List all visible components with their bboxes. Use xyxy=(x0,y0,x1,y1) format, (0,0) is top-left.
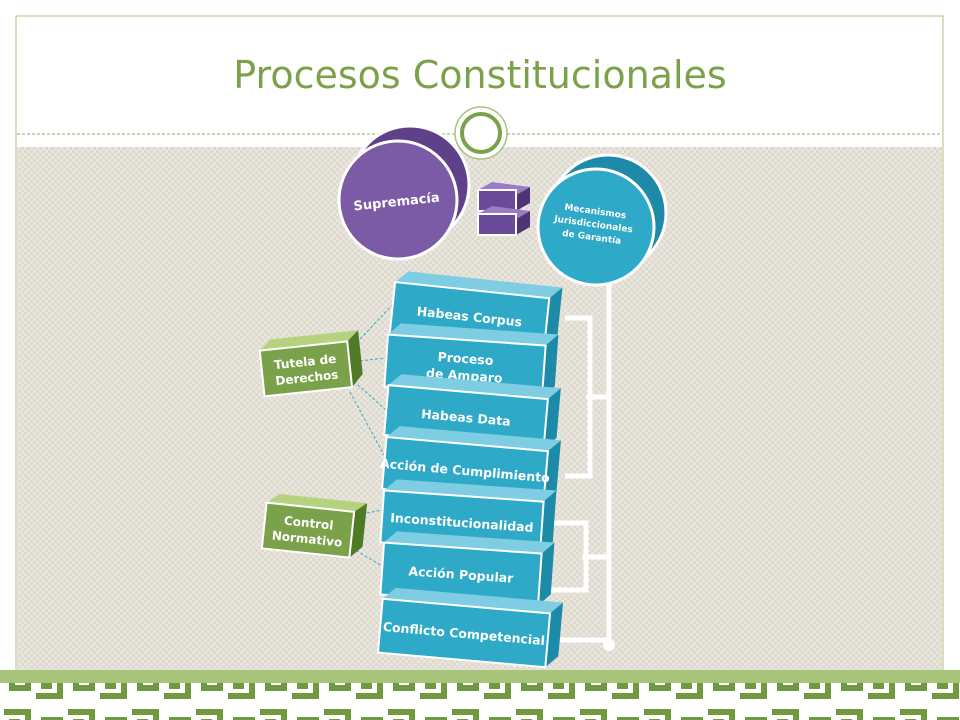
process-box-top xyxy=(382,587,564,614)
tutela-label-2: Derechos xyxy=(275,368,339,389)
tutela-label-1: Tutela de xyxy=(273,352,337,372)
slide-title: Procesos Constitucionales xyxy=(233,53,726,97)
process-box: Conflicto Competencial xyxy=(376,587,564,669)
mecanismos-disc: Mecanismos Jurisdiccionales de Garantía xyxy=(536,153,668,287)
process-box-top xyxy=(388,374,561,400)
connector-end-dot xyxy=(603,639,615,651)
supremacia-disc: Supremacía xyxy=(337,124,471,261)
connector-junction-1 xyxy=(586,393,594,401)
process-box: Acción Popular xyxy=(379,531,555,607)
process-box-top xyxy=(388,323,559,346)
divider-ornament-inner xyxy=(460,112,502,154)
process-box-top xyxy=(395,271,563,299)
process-box-top xyxy=(386,426,561,452)
process-label: Acción Popular xyxy=(408,563,515,585)
process-box-face xyxy=(376,597,552,669)
control-box: Control Normativo xyxy=(260,493,368,559)
bottom-band xyxy=(0,670,960,683)
control-label-1: Control xyxy=(283,514,334,533)
process-box-top xyxy=(384,479,557,502)
equals-sign xyxy=(477,182,530,236)
connector-junction-2 xyxy=(582,553,590,561)
greek-key-border xyxy=(0,683,960,720)
process-label: Proceso xyxy=(437,349,494,368)
process-box-top xyxy=(384,531,555,554)
tutela-box: Tutela de Derechos xyxy=(258,330,363,398)
